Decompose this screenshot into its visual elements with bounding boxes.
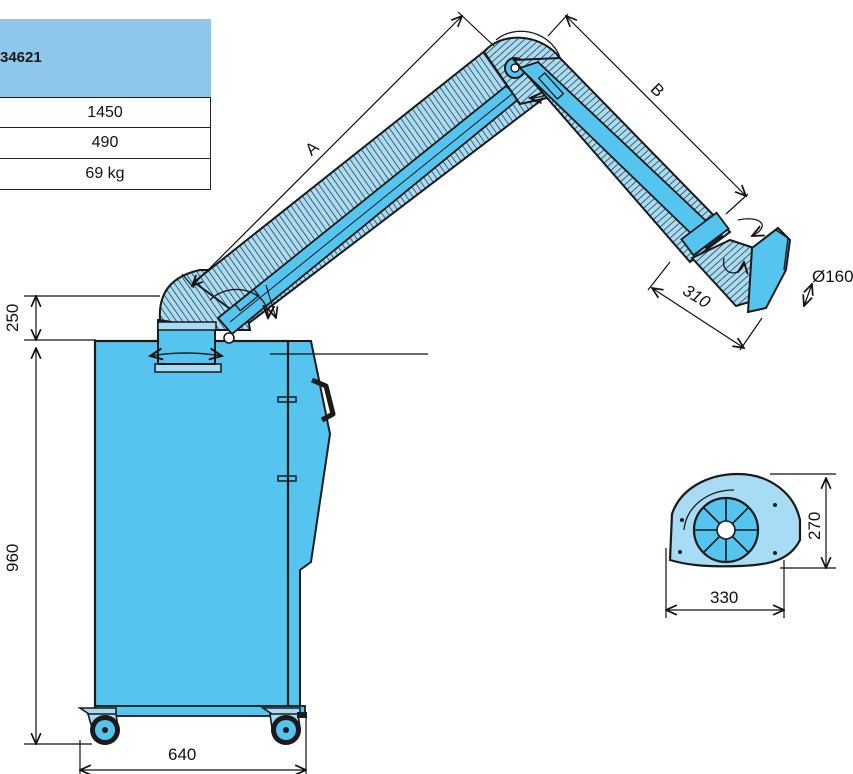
dim-label-a: A (302, 137, 324, 159)
caster-left (77, 707, 120, 745)
spec-row-3: 69 kg (0, 159, 211, 190)
dimension-lines (24, 11, 836, 774)
hinge-icon (277, 475, 297, 482)
dim-label-hood-front-width: 330 (710, 588, 738, 607)
hood-front-view (668, 472, 802, 568)
spec-row-1: 1450 (0, 97, 211, 128)
dim-label-top-height: 250 (3, 304, 22, 332)
spec-table: 34621 1450 490 69 kg (0, 19, 211, 190)
caster-right (260, 707, 307, 745)
model-code: 34621 (0, 49, 42, 66)
cabinet (93, 339, 336, 717)
hinge-icon (277, 396, 297, 403)
dim-label-hood-diameter: Ø160 (812, 267, 853, 286)
dim-label-base-width: 640 (168, 745, 196, 764)
dim-label-hood-front-height: 270 (805, 512, 824, 540)
dim-label-cabinet-height: 960 (3, 544, 22, 572)
dim-label-b: B (647, 79, 668, 100)
dim-label-hood-depth: 310 (679, 281, 714, 312)
spec-table-header: 34621 (0, 19, 211, 97)
arm-a (192, 48, 554, 344)
arm-b (511, 56, 732, 264)
